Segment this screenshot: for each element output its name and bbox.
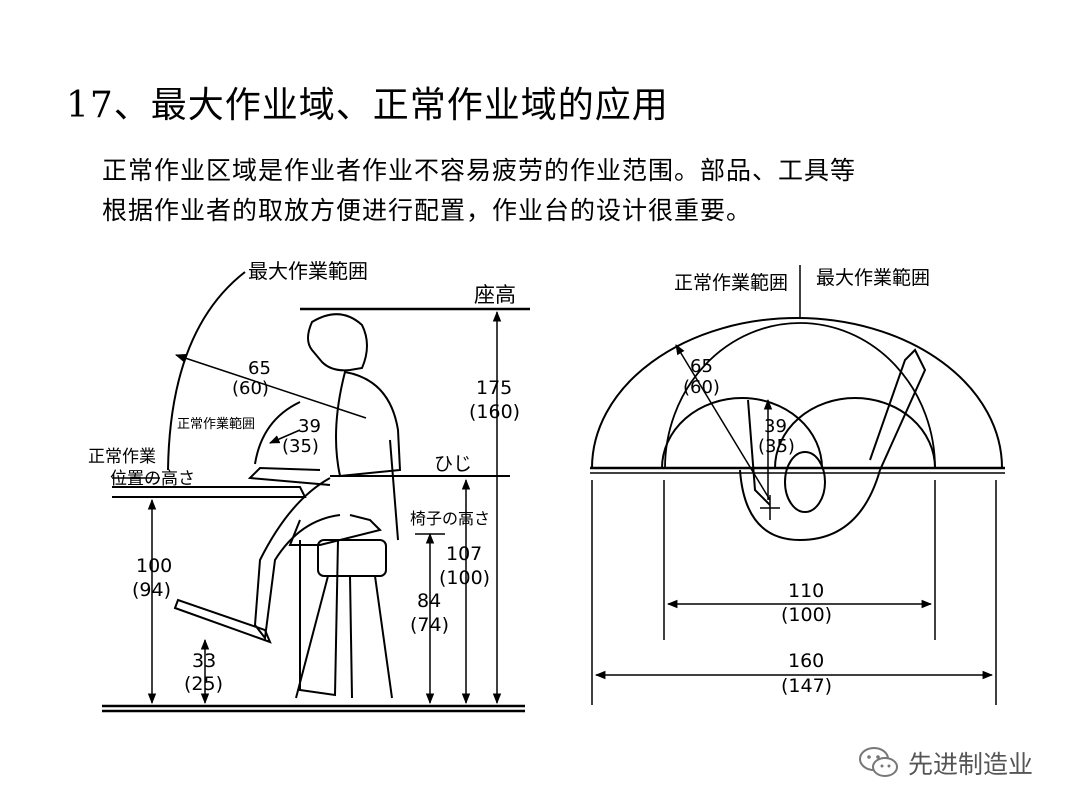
top-reach-max-alt: (60) (683, 377, 720, 398)
chair-height-value: 84 (417, 590, 441, 612)
normal-pos-label-1: 正常作業 (88, 447, 156, 467)
slide-title: 17、最大作业域、正常作业域的应用 (66, 85, 669, 126)
normal-pos-label-2: 位置の高さ (110, 469, 195, 489)
max-width-alt: (147) (781, 675, 832, 697)
side-reach-max-alt: (60) (232, 378, 269, 399)
watermark: 先进制造业 (858, 745, 1033, 781)
footrest-height-value: 33 (192, 650, 216, 672)
chair-height-label: 椅子の高さ (410, 509, 490, 528)
footrest-height-alt: (25) (184, 673, 223, 695)
max-range-arc (167, 271, 246, 471)
elbow-height-value: 107 (446, 543, 482, 565)
description-line-1: 正常作业区域是作业者作业不容易疲劳的作业范围。部品、工具等 (102, 156, 857, 185)
table-height-alt: (94) (132, 579, 171, 601)
side-reach-max: 65 (248, 358, 271, 379)
elbow-height-alt: (100) (439, 567, 490, 589)
seat-height-value: 175 (476, 377, 512, 399)
seat-height-alt: (160) (469, 401, 520, 423)
side-reach-normal-alt: (35) (282, 436, 319, 457)
person-top-view (739, 348, 927, 542)
top-reach-normal: 39 (764, 416, 787, 437)
top-reach-normal-alt: (35) (758, 436, 795, 457)
chair (295, 439, 399, 699)
max-range-label-top: 最大作業範囲 (816, 267, 930, 289)
table-height-value: 100 (136, 555, 172, 577)
normal-width-value: 110 (788, 580, 824, 602)
work-table (112, 486, 307, 498)
normal-range-label-top: 正常作業範囲 (674, 272, 788, 294)
side-view-figure (102, 271, 530, 713)
normal-width-alt: (100) (781, 604, 832, 626)
watermark-text: 先进制造业 (908, 750, 1034, 779)
normal-range-arc-right (774, 397, 936, 469)
top-view-figure (590, 265, 1005, 705)
normal-range-arc-left (661, 397, 823, 469)
side-reach-normal: 39 (298, 416, 321, 437)
normal-range-arc (254, 401, 301, 465)
wechat-icon (859, 747, 898, 777)
chair-height-alt: (74) (410, 614, 449, 636)
elbow-label: ひじ (434, 453, 472, 475)
max-width-value: 160 (788, 650, 824, 672)
top-reach-max: 65 (690, 356, 713, 377)
max-range-label-side: 最大作業範囲 (248, 259, 368, 283)
max-range-arc-top (591, 317, 1003, 469)
seat-height-label: 座高 (474, 283, 516, 307)
description-line-2: 根据作业者的取放方便进行配置，作业台的设计很重要。 (102, 196, 753, 225)
normal-range-label-side: 正常作業範囲 (177, 416, 255, 432)
seated-person (173, 313, 402, 697)
